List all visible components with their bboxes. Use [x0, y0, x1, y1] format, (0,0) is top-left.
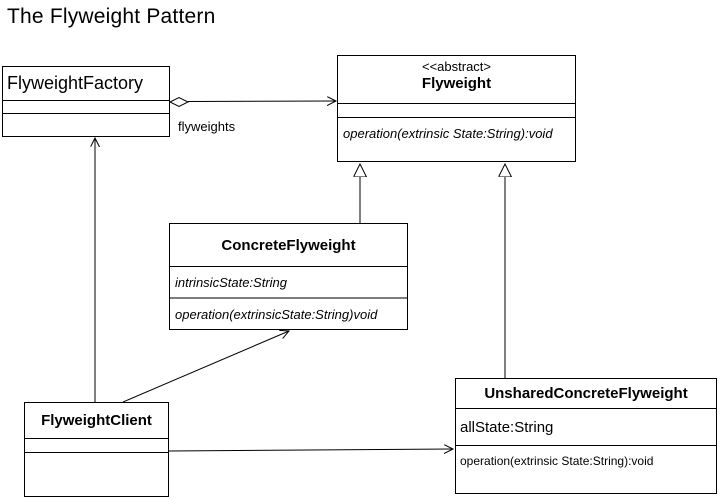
class-flyweight-factory: FlyweightFactory [2, 66, 170, 137]
class-name: FlyweightClient [41, 412, 152, 429]
operations-compartment-empty [25, 452, 168, 496]
operation-label: operation(extrinsicState:String)void [170, 297, 407, 329]
class-name: UnsharedConcreteFlyweight [484, 385, 688, 402]
operations-compartment-empty [3, 113, 169, 136]
attribute-label: allState:String [456, 408, 716, 445]
class-name: Flyweight [421, 75, 492, 92]
attributes-compartment-empty [25, 438, 168, 452]
diagram-title: The Flyweight Pattern [7, 5, 216, 28]
operation-label: operation(extrinsic State:String):void [338, 117, 575, 161]
class-name: ConcreteFlyweight [221, 236, 356, 254]
edge-factory-to-flyweight [187, 101, 336, 102]
aggregation-diamond-icon [168, 96, 190, 108]
class-flyweight-client: FlyweightClient [24, 402, 169, 497]
stereotype-label: <<abstract> [421, 59, 492, 74]
edge-client-to-unshared [168, 449, 453, 451]
edge-label-flyweights: flyweights [178, 119, 236, 134]
class-concrete-flyweight: ConcreteFlyweight intrinsicState:String … [169, 223, 408, 330]
class-unshared-concrete-flyweight: UnsharedConcreteFlyweight allState:Strin… [455, 378, 717, 494]
attributes-compartment-empty [338, 103, 575, 117]
class-flyweight: <<abstract> Flyweight operation(extrinsi… [337, 55, 576, 162]
operation-label: operation(extrinsic State:String):void [456, 445, 716, 493]
class-title-compartment: <<abstract> Flyweight [338, 56, 575, 103]
class-name: FlyweightFactory [7, 73, 144, 93]
attributes-compartment-empty [3, 100, 169, 113]
attribute-label: intrinsicState:String [170, 266, 407, 297]
edge-client-to-concrete [122, 331, 289, 403]
